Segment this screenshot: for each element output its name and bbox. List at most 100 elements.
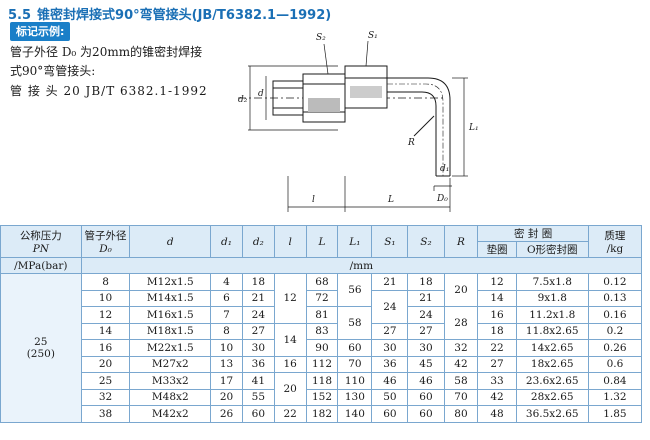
col-d1: d₁ xyxy=(210,225,243,258)
cell-L: 81 xyxy=(305,306,339,324)
cell-gasket: 48 xyxy=(477,405,517,423)
cell-S1: 46 xyxy=(371,372,409,390)
cell-d0: 38 xyxy=(80,405,131,423)
label-d1: d₁ xyxy=(440,164,449,174)
cell-R: 80 xyxy=(443,405,479,423)
od-h1: 管子外径 xyxy=(84,230,127,242)
cell-L1: 70 xyxy=(337,355,373,373)
label-r: R xyxy=(407,138,415,148)
cell-mass: 0.13 xyxy=(587,289,643,307)
cell-S1: 24 xyxy=(371,289,409,324)
cell-d1: 8 xyxy=(210,322,243,340)
cell-L1: 56 xyxy=(337,273,373,307)
table-row: 12 M16x1.5 7 24 81 58 24 28 16 11.2x1.8 … xyxy=(1,306,643,340)
cell-oring: 11.2x1.8 xyxy=(515,306,589,324)
cell-S2: 30 xyxy=(407,339,445,357)
cell-R: 42 xyxy=(443,355,479,373)
cell-d: M12x1.5 xyxy=(129,273,212,291)
col-mass: 质理 /kg xyxy=(587,225,643,258)
cell-gasket: 27 xyxy=(477,355,517,373)
cell-L1: 140 xyxy=(337,405,373,423)
cell-oring: 23.6x2.65 xyxy=(515,372,589,390)
cell-R: 20 xyxy=(443,273,479,307)
cell-d1: 6 xyxy=(210,289,243,307)
cell-d: M22x1.5 xyxy=(129,339,212,357)
cell-oring: 9x1.8 xyxy=(515,289,589,307)
cell-S1: 21 xyxy=(371,273,409,291)
col-d2: d₂ xyxy=(241,225,275,258)
cell-mass: 1.85 xyxy=(587,405,643,423)
cell-mass: 1.32 xyxy=(587,388,643,406)
cell-d: M48x2 xyxy=(129,388,212,406)
cell-d: M33x2 xyxy=(129,372,212,390)
cell-d1: 20 xyxy=(210,388,243,406)
cell-mass: 0.12 xyxy=(587,273,643,291)
label-l1: L₁ xyxy=(468,123,479,133)
cell-S2: 46 xyxy=(407,372,445,390)
cell-d2: 24 xyxy=(241,306,275,324)
cell-mass: 0.6 xyxy=(587,355,643,373)
pressure-value: 25 xyxy=(34,335,48,348)
example-line-2: 式90°弯管接头: xyxy=(10,64,96,78)
cell-l: 12 xyxy=(273,273,307,324)
table-row: 20 M27x2 13 36 16 112 70 36 45 42 27 18x… xyxy=(1,355,643,373)
cell-L: 72 xyxy=(305,289,339,307)
cell-d2: 60 xyxy=(241,405,275,423)
col-S1: S₁ xyxy=(371,225,409,258)
cell-mass: 0.16 xyxy=(587,306,643,324)
col-L: L xyxy=(305,225,339,258)
cell-oring: 7.5x1.8 xyxy=(515,273,589,291)
cell-S2: 21 xyxy=(407,289,445,307)
pressure-bar: (250) xyxy=(26,347,55,360)
pressure-h1: 公称压力 xyxy=(19,230,62,242)
cell-L: 90 xyxy=(305,339,339,357)
cell-S1: 36 xyxy=(371,355,409,373)
cell-d: M18x1.5 xyxy=(129,322,212,340)
cell-d2: 21 xyxy=(241,289,275,307)
col-L1: L₁ xyxy=(337,225,373,258)
cell-l: 16 xyxy=(273,355,307,373)
label-d0: D₀ xyxy=(436,194,448,204)
specification-table: 公称压力 PN 管子外径 D₀ d d₁ d₂ l L L₁ S₁ S₂ R 密… xyxy=(0,225,643,423)
cell-L: 112 xyxy=(305,355,339,373)
pressure-unit: /MPa(bar) xyxy=(0,257,82,274)
table-row: 25 (250) 8 M12x1.5 4 18 12 68 56 21 18 2… xyxy=(0,273,643,423)
label-d: d xyxy=(258,89,264,99)
cell-d0: 16 xyxy=(80,339,131,357)
cell-d: M42x2 xyxy=(129,405,212,423)
cell-gasket: 16 xyxy=(477,306,517,324)
cell-l: 14 xyxy=(273,322,307,357)
cell-d2: 55 xyxy=(241,388,275,406)
cell-L: 118 xyxy=(305,372,339,390)
col-gasket: 垫圈 xyxy=(477,241,517,258)
cell-mass: 0.2 xyxy=(587,322,643,340)
label-L: L xyxy=(387,195,394,205)
cell-d2: 27 xyxy=(241,322,275,340)
table-row: 10 M14x1.5 6 21 72 24 21 14 9x1.8 0.13 xyxy=(1,289,643,324)
label-l: l xyxy=(312,195,315,205)
cell-d: M16x1.5 xyxy=(129,306,212,324)
col-l: l xyxy=(273,225,307,258)
table-row: 32 M48x2 20 55 152 130 50 60 70 42 28x2.… xyxy=(1,388,643,406)
table-row: 38 M42x2 26 60 22 182 140 60 60 80 48 36… xyxy=(1,405,643,423)
cell-d1: 17 xyxy=(210,372,243,390)
cell-mass: 0.84 xyxy=(587,372,643,390)
cell-L: 152 xyxy=(305,388,339,406)
cell-oring: 18x2.65 xyxy=(515,355,589,373)
cell-gasket: 42 xyxy=(477,388,517,406)
col-od: 管子外径 D₀ xyxy=(80,225,131,258)
cell-l: 22 xyxy=(273,405,307,423)
cell-S1: 50 xyxy=(371,388,409,406)
cell-d1: 10 xyxy=(210,339,243,357)
cell-L1: 60 xyxy=(337,339,373,357)
cell-d0: 32 xyxy=(80,388,131,406)
col-d: d xyxy=(129,225,212,258)
od-h2: D₀ xyxy=(99,243,112,255)
cell-S2: 60 xyxy=(407,405,445,423)
col-S2: S₂ xyxy=(407,225,445,258)
technical-drawing: S₂ S₁ d₂ d L₁ R d₁ D₀ l L xyxy=(238,31,479,212)
pressure-h2: PN xyxy=(32,243,49,255)
cell-L: 68 xyxy=(305,273,339,291)
section-title-text: 锥密封焊接式90°弯管接头(JB/T6382.1—1992) xyxy=(37,8,332,23)
cell-L: 182 xyxy=(305,405,339,423)
